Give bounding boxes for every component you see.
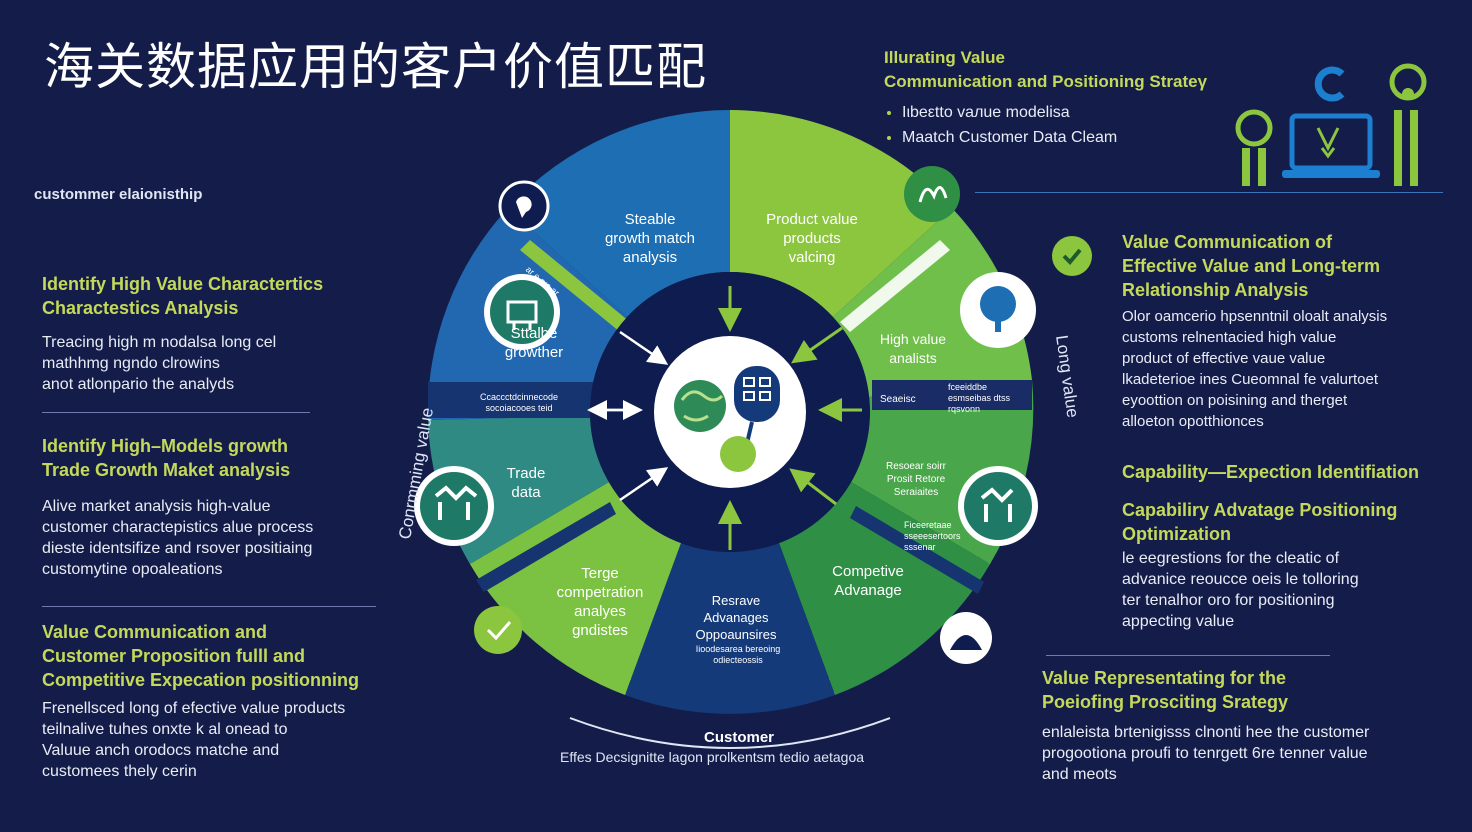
- segment-label-competive: Competive Advanage: [832, 563, 904, 599]
- left-section-3-body: Frenellsced long of efective value produ…: [42, 700, 346, 780]
- globe-icon: [674, 380, 726, 432]
- left-divider-2: [42, 606, 376, 607]
- top-right-divider: [975, 192, 1443, 193]
- left-section-1-body: Treacing high m nodalsa long cel mathhmg…: [42, 334, 277, 393]
- magnifier-chart-icon: [720, 366, 780, 472]
- value-wheel: Conrmming value Long value Effes Decsign…: [395, 110, 1080, 765]
- left-section-3: Value Communication and Customer Proposi…: [42, 620, 442, 782]
- arrow-top-right: [791, 326, 843, 364]
- top-right-bullets: Ιιbeεtto vaлue modelisa Maatch Customer …: [884, 100, 1284, 150]
- team-illustration: [1235, 63, 1427, 186]
- people-icon: [958, 466, 1038, 546]
- left-section-2: Identify High–Models growth Trade Growth…: [42, 434, 422, 580]
- profile-icon: [940, 612, 992, 664]
- top-right-bullet-2: Maatch Customer Data Cleam: [902, 125, 1284, 150]
- segment-label-product: Product value products valcing: [766, 211, 858, 266]
- right-dark-band: [872, 380, 1032, 410]
- right-section-3-body: le eegrestions for the cleatic of advani…: [1122, 550, 1359, 630]
- ring-right-text: Long value: [1052, 334, 1080, 419]
- lower-left-band: [476, 502, 616, 592]
- segment-label-trade: Trade data: [506, 465, 546, 501]
- person-right-icon: [1389, 63, 1427, 186]
- relationship-label: custommer elaionisthip: [34, 186, 203, 203]
- brain-chip-icon: [484, 274, 560, 350]
- right-section-3-title: Capabiliry Advatage Positioning Optimiza…: [1122, 500, 1398, 544]
- top-right-heading-line1: Illurating Value: [884, 48, 1005, 67]
- left-section-1-title: Identify High Value Charactertics Charac…: [42, 274, 324, 318]
- arrow-bottom-left: [619, 467, 669, 502]
- left-section-1: Identify High Value Charactertics Charac…: [42, 272, 402, 395]
- right-section-1-title: Value Communication of Effective Value a…: [1122, 232, 1381, 300]
- segment-competive-advantage: [779, 482, 990, 695]
- diag-band-top-right: [840, 240, 950, 332]
- right-section-4-title: Value Representating for the Poeiofing P…: [1042, 668, 1289, 712]
- tree-icon: [960, 272, 1036, 348]
- person-left-icon: [1235, 109, 1273, 186]
- value-badge-icon: [1052, 236, 1092, 276]
- diag-band-top-left: [520, 240, 630, 332]
- right-band-note: Seaeisc: [880, 394, 916, 405]
- right-band-small-note: fceeiddbe esmseibas dtss rqsvonn: [948, 382, 1011, 414]
- left-section-2-body: Alive market analysis high-value custome…: [42, 498, 314, 578]
- top-right-bullet-1: Ιιbeεtto vaлue modelisa: [902, 100, 1284, 125]
- segment-label-resource: Resoear soirr Prosit Retore Seraiaites: [885, 461, 947, 498]
- right-section-4-body: enlaleista brtenigisss clnonti hee the c…: [1042, 724, 1370, 783]
- left-divider-1: [42, 412, 310, 413]
- top-right-heading: Illurating Value Communication and Posit…: [884, 46, 1284, 150]
- segment-label-high: High value analists: [879, 331, 947, 366]
- c-logo-icon: [1314, 66, 1345, 102]
- left-band-note: Ccaccctdcinnecode socoiacooes teid: [479, 392, 559, 413]
- segment-label-resrave: Resrave Advanages Oppoaunsires: [695, 593, 777, 642]
- right-section-4: Value Representating for the Poeiofing P…: [1042, 666, 1442, 785]
- right-section-2-title: Capability—Expection Identifiation: [1122, 462, 1420, 482]
- page-title: 海关数据应用的客户价值匹配: [44, 38, 707, 96]
- arrow-bottom-right: [789, 468, 837, 506]
- right-lower-small-note: Ficeeretaae sseeesertoors sssenar: [904, 520, 961, 552]
- left-dark-band: [428, 382, 594, 418]
- bottom-center-text: Customer: [704, 729, 774, 746]
- segment-product-value: [730, 110, 952, 317]
- right-section-1: Value Communication of Effective Value a…: [1122, 230, 1452, 432]
- segment-high-value: [833, 208, 1032, 397]
- segment-label-steable: Steable growth match analysis: [604, 211, 696, 266]
- right-section-3: Capabiliry Advatage Positioning Optimiza…: [1122, 498, 1452, 632]
- arrow-top-left: [619, 330, 669, 365]
- segment-steable-growth: [508, 110, 730, 317]
- segment-label-terge: Terge competration analyes gndistes: [556, 565, 644, 639]
- right-section-1-body: Olor oamcerio hpsenntnil oloalt analysis…: [1122, 308, 1388, 430]
- laptop-icon: [1282, 113, 1380, 178]
- segment-label-sttalbe: Sttalbe growther: [504, 325, 564, 361]
- top-right-heading-line2: Communication and Positioning Strateγ: [884, 72, 1208, 91]
- chart-icon: [904, 166, 960, 222]
- bottom-arc-text: Effes Decsignitte lagon prolkentsm tedio…: [560, 749, 864, 765]
- left-section-3-title: Value Communication and Customer Proposi…: [42, 622, 360, 690]
- bottom-sub-note: Iioodesarea bereoing odiecteossis: [695, 644, 781, 665]
- lower-right-band: [850, 506, 984, 594]
- medal-icon: [474, 606, 522, 654]
- segment-terge-competration: [470, 482, 681, 695]
- right-divider: [1046, 655, 1330, 656]
- segment-resrave-advantages: [625, 543, 835, 714]
- bottom-arc: [569, 717, 891, 749]
- handshake-icon: [414, 466, 494, 546]
- left-section-2-title: Identify High–Models growth Trade Growth…: [42, 436, 291, 480]
- target-icon: [498, 180, 550, 232]
